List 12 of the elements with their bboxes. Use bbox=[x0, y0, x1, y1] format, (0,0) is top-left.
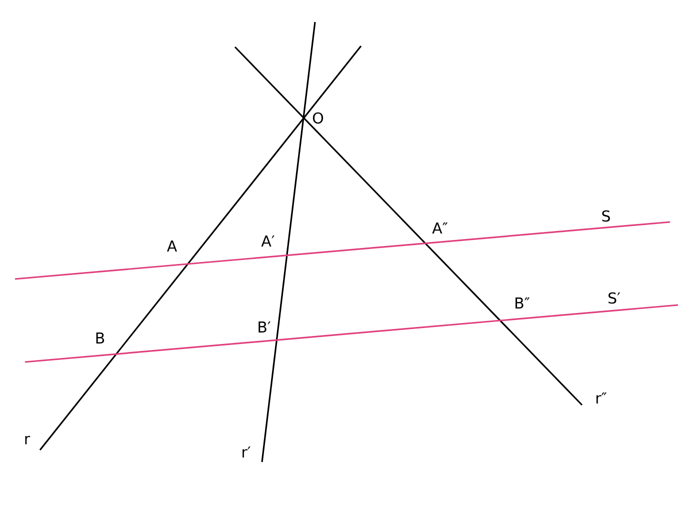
point-label: A bbox=[166, 240, 177, 252]
point-label: B″ bbox=[516, 298, 530, 308]
line-label: r bbox=[25, 436, 30, 444]
point-label: A″ bbox=[432, 222, 448, 234]
point-label: A′ bbox=[261, 236, 274, 246]
point-label: O bbox=[312, 112, 324, 124]
point-label: B bbox=[96, 332, 104, 344]
line-label: S bbox=[602, 210, 610, 222]
line-label: S′ bbox=[608, 292, 620, 304]
point-label: B′ bbox=[258, 322, 270, 332]
line-label: r′ bbox=[242, 446, 250, 458]
line-label: r″ bbox=[596, 392, 607, 404]
